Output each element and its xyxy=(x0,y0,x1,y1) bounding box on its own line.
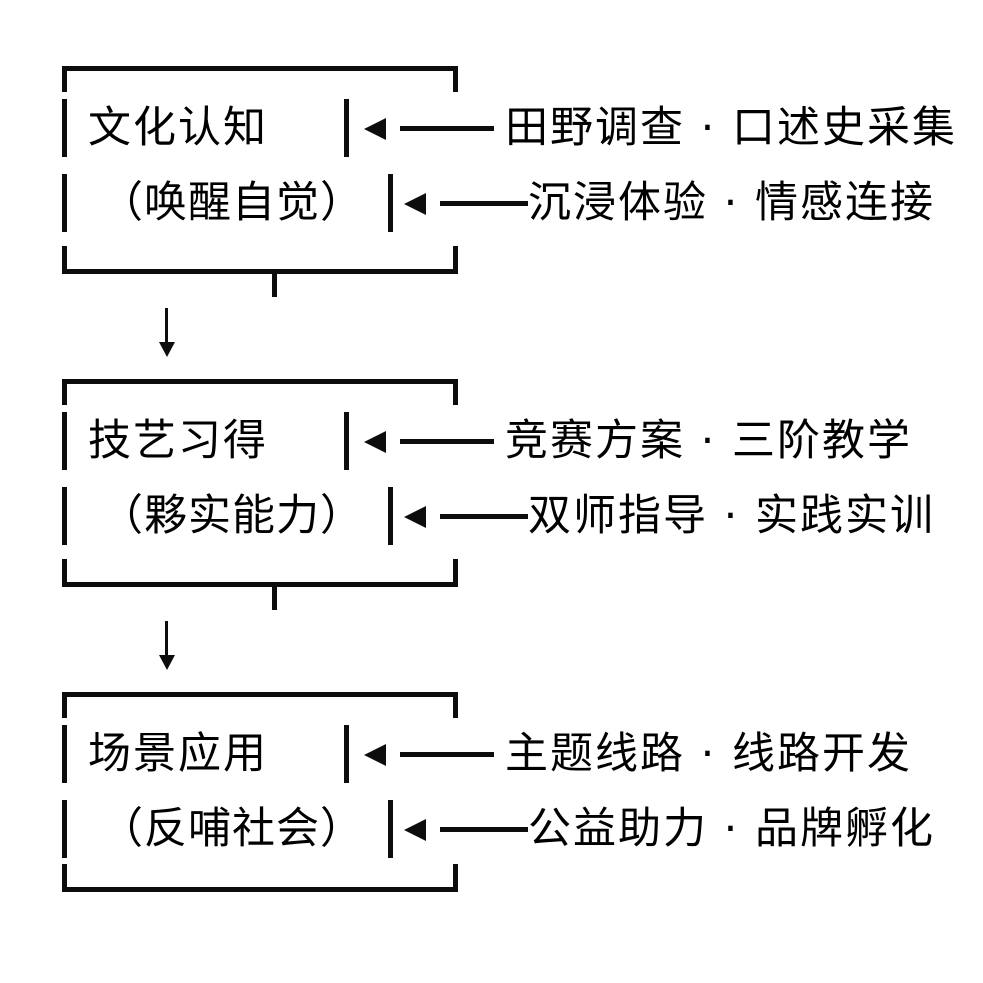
inner-divider-2-line-1 xyxy=(344,412,349,470)
detail-arrow-2-1 xyxy=(364,412,494,470)
box-bottom-right-corner-3 xyxy=(453,864,458,892)
box-top-right-corner-1 xyxy=(453,66,458,92)
detail-arrow-2-2 xyxy=(404,487,528,545)
stage-title-3: 场景应用 xyxy=(88,729,268,779)
arrow-head-left-icon xyxy=(404,192,426,215)
arrow-head-left-icon xyxy=(404,818,426,841)
detail-arrow-1-2 xyxy=(404,174,528,232)
stage-detail-3-1: 主题线路 · 线路开发 xyxy=(505,729,913,779)
arrow-shaft xyxy=(440,514,528,519)
detail-arrow-3-1 xyxy=(364,725,494,783)
box-left-bar-2-line-1 xyxy=(62,412,67,470)
box-top-rule-1 xyxy=(62,66,458,71)
inner-divider-2-line-2 xyxy=(388,487,393,545)
box-top-left-corner-3 xyxy=(62,692,67,718)
box-bottom-rule-1 xyxy=(62,269,458,274)
stage-subtitle-1: （唤醒自觉） xyxy=(100,178,364,228)
box-bottom-left-corner-3 xyxy=(62,864,67,892)
down-arrow-shaft xyxy=(165,308,168,344)
inner-divider-3-line-1 xyxy=(344,725,349,783)
stage-detail-2-2: 双师指导 · 实践实训 xyxy=(528,491,936,541)
box-bottom-right-corner-2 xyxy=(453,559,458,587)
box-bottom-left-corner-1 xyxy=(62,246,67,274)
box-top-left-corner-1 xyxy=(62,66,67,92)
stage-detail-1-1: 田野调查 · 口述史采集 xyxy=(505,103,958,153)
arrow-head-left-icon xyxy=(364,430,386,453)
box-top-right-corner-2 xyxy=(453,379,458,405)
arrow-shaft xyxy=(400,126,494,131)
box-top-rule-3 xyxy=(62,692,458,697)
connector-stub-1 xyxy=(272,269,277,297)
detail-arrow-3-2 xyxy=(404,800,528,858)
stage-title-2: 技艺习得 xyxy=(88,416,268,466)
arrow-head-down-icon xyxy=(158,342,175,357)
stage-detail-3-2: 公益助力 · 品牌孵化 xyxy=(528,804,936,854)
detail-arrow-1-1 xyxy=(364,99,494,157)
box-left-bar-1-line-2 xyxy=(62,174,67,232)
arrow-shaft xyxy=(440,201,528,206)
stage-title-1: 文化认知 xyxy=(88,103,268,153)
box-bottom-rule-2 xyxy=(62,582,458,587)
stage-subtitle-3: （反哺社会） xyxy=(100,804,364,854)
box-left-bar-1-line-1 xyxy=(62,99,67,157)
box-left-bar-3-line-1 xyxy=(62,725,67,783)
box-bottom-right-corner-1 xyxy=(453,246,458,274)
down-arrow-shaft xyxy=(165,621,168,657)
arrow-head-left-icon xyxy=(364,743,386,766)
box-bottom-left-corner-2 xyxy=(62,559,67,587)
arrow-head-down-icon xyxy=(158,655,175,670)
box-top-rule-2 xyxy=(62,379,458,384)
arrow-shaft xyxy=(400,439,494,444)
arrow-head-left-icon xyxy=(404,505,426,528)
inner-divider-3-line-2 xyxy=(388,800,393,858)
arrow-shaft xyxy=(400,752,494,757)
stage-detail-2-1: 竞赛方案 · 三阶教学 xyxy=(505,416,913,466)
inner-divider-1-line-1 xyxy=(344,99,349,157)
box-bottom-rule-3 xyxy=(62,887,458,892)
inner-divider-1-line-2 xyxy=(388,174,393,232)
arrow-head-left-icon xyxy=(364,117,386,140)
box-top-left-corner-2 xyxy=(62,379,67,405)
stage-detail-1-2: 沉浸体验 · 情感连接 xyxy=(528,178,936,228)
arrow-shaft xyxy=(440,827,528,832)
box-left-bar-3-line-2 xyxy=(62,800,67,858)
box-top-right-corner-3 xyxy=(453,692,458,718)
stage-subtitle-2: （夥实能力） xyxy=(100,491,364,541)
box-left-bar-2-line-2 xyxy=(62,487,67,545)
connector-stub-2 xyxy=(272,582,277,610)
